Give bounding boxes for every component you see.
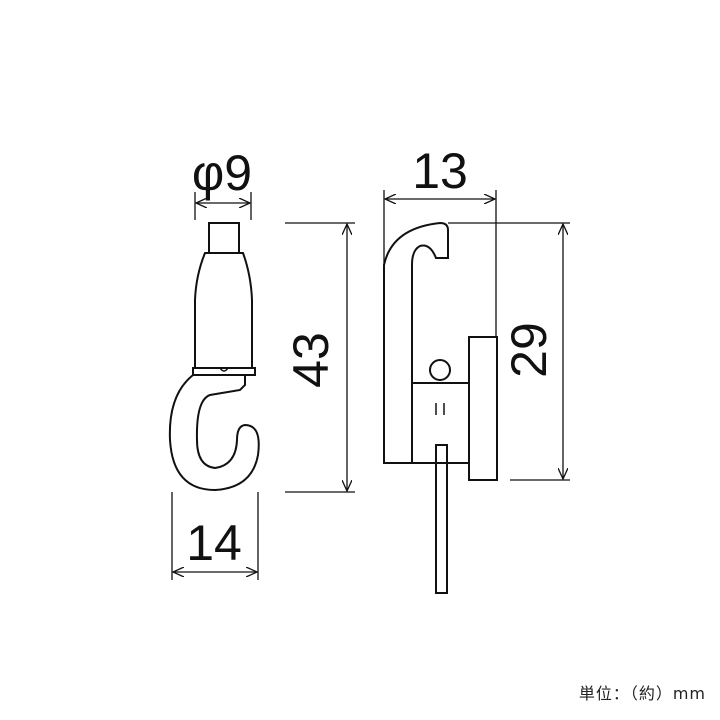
front-view-hook	[168, 222, 260, 492]
diameter-label: φ9	[192, 145, 252, 201]
side-height-label: 29	[501, 322, 557, 378]
hook-width-label: 14	[186, 515, 242, 571]
unit-note: 単位：（約）mm	[578, 684, 706, 703]
dimension-lines	[171, 190, 570, 580]
side-view-hook	[383, 221, 498, 594]
side-width-label: 13	[412, 143, 468, 199]
hook-height-label: 43	[283, 332, 339, 388]
